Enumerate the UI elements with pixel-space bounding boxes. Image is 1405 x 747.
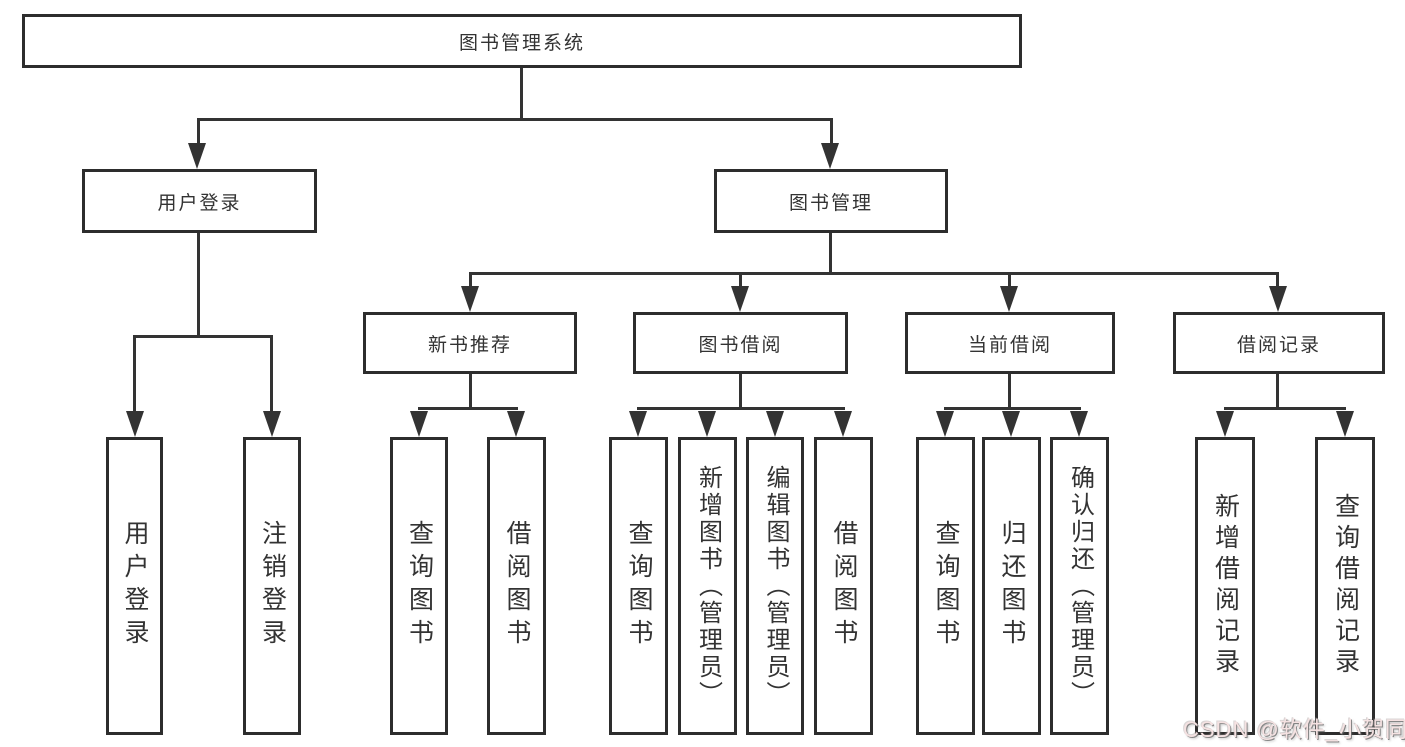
arrow-down-icon — [629, 411, 647, 437]
connector-drop-book-mgmt — [830, 118, 833, 148]
connector-newbook-crossbar — [418, 407, 518, 410]
arrow-down-icon — [188, 143, 206, 169]
connector-borrowing-crossbar — [637, 407, 845, 410]
arrow-down-icon — [731, 286, 749, 312]
arrow-down-icon — [1269, 286, 1287, 312]
connector-bookmgmt-stem — [829, 233, 832, 272]
leaf-user-login: 用户登录 — [106, 437, 163, 735]
leaf-return-books: 归还图书 — [982, 437, 1041, 735]
arrow-down-icon — [410, 411, 428, 437]
leaf-logout: 注销登录 — [243, 437, 301, 735]
connector-current-crossbar — [944, 407, 1081, 410]
leaf-edit-book-admin: 编辑图书（管理员） — [746, 437, 804, 735]
leaf-query-books-recommend: 查询图书 — [390, 437, 448, 735]
arrow-down-icon — [263, 411, 281, 437]
arrow-down-icon — [834, 411, 852, 437]
arrow-down-icon — [1216, 411, 1234, 437]
arrow-down-icon — [1002, 411, 1020, 437]
connector-drop-leaf — [270, 335, 273, 415]
connector-userlogin-stem — [197, 233, 200, 335]
leaf-query-books-borrowing: 查询图书 — [609, 437, 668, 735]
connector-root-crossbar — [198, 118, 832, 121]
leaf-borrow-books: 借阅图书 — [814, 437, 873, 735]
connector-root-stem — [520, 68, 523, 118]
arrow-down-icon — [821, 143, 839, 169]
connector-drop-level3 — [739, 272, 742, 290]
connector-drop-level3 — [469, 272, 472, 290]
node-borrowing-records: 借阅记录 — [1173, 312, 1385, 374]
node-user-login: 用户登录 — [82, 169, 317, 233]
arrow-down-icon — [1000, 286, 1018, 312]
connector-userlogin-crossbar — [133, 335, 273, 338]
arrow-down-icon — [1336, 411, 1354, 437]
leaf-confirm-return-admin: 确认归还（管理员） — [1050, 437, 1109, 735]
arrow-down-icon — [766, 411, 784, 437]
arrow-down-icon — [698, 411, 716, 437]
csdn-watermark: CSDN @软件_小贺同学 — [1183, 717, 1405, 742]
connector-drop-level3 — [1276, 272, 1279, 290]
connector-borrowing-stem — [739, 374, 742, 410]
leaf-query-books-current: 查询图书 — [916, 437, 975, 735]
connector-records-stem — [1276, 374, 1279, 410]
connector-newbook-stem — [469, 374, 472, 410]
node-book-borrowing: 图书借阅 — [633, 312, 848, 374]
connector-bookmgmt-crossbar — [469, 272, 1279, 275]
connector-drop-user-login — [197, 118, 200, 148]
leaf-add-book-admin: 新增图书（管理员） — [678, 437, 737, 735]
node-new-book-recommendation: 新书推荐 — [363, 312, 577, 374]
arrow-down-icon — [1070, 411, 1088, 437]
node-book-management: 图书管理 — [714, 169, 948, 233]
leaf-add-borrow-record: 新增借阅记录 — [1195, 437, 1255, 735]
connector-drop-level3 — [1008, 272, 1011, 290]
arrow-down-icon — [126, 411, 144, 437]
connector-current-stem — [1008, 374, 1011, 410]
connector-records-crossbar — [1224, 407, 1346, 410]
arrow-down-icon — [507, 411, 525, 437]
connector-drop-leaf — [133, 335, 136, 415]
arrow-down-icon — [461, 286, 479, 312]
leaf-query-borrow-record: 查询借阅记录 — [1315, 437, 1375, 735]
leaf-borrow-books-recommend: 借阅图书 — [487, 437, 546, 735]
node-current-borrowing: 当前借阅 — [905, 312, 1115, 374]
arrow-down-icon — [936, 411, 954, 437]
node-root-library-system: 图书管理系统 — [22, 14, 1022, 68]
